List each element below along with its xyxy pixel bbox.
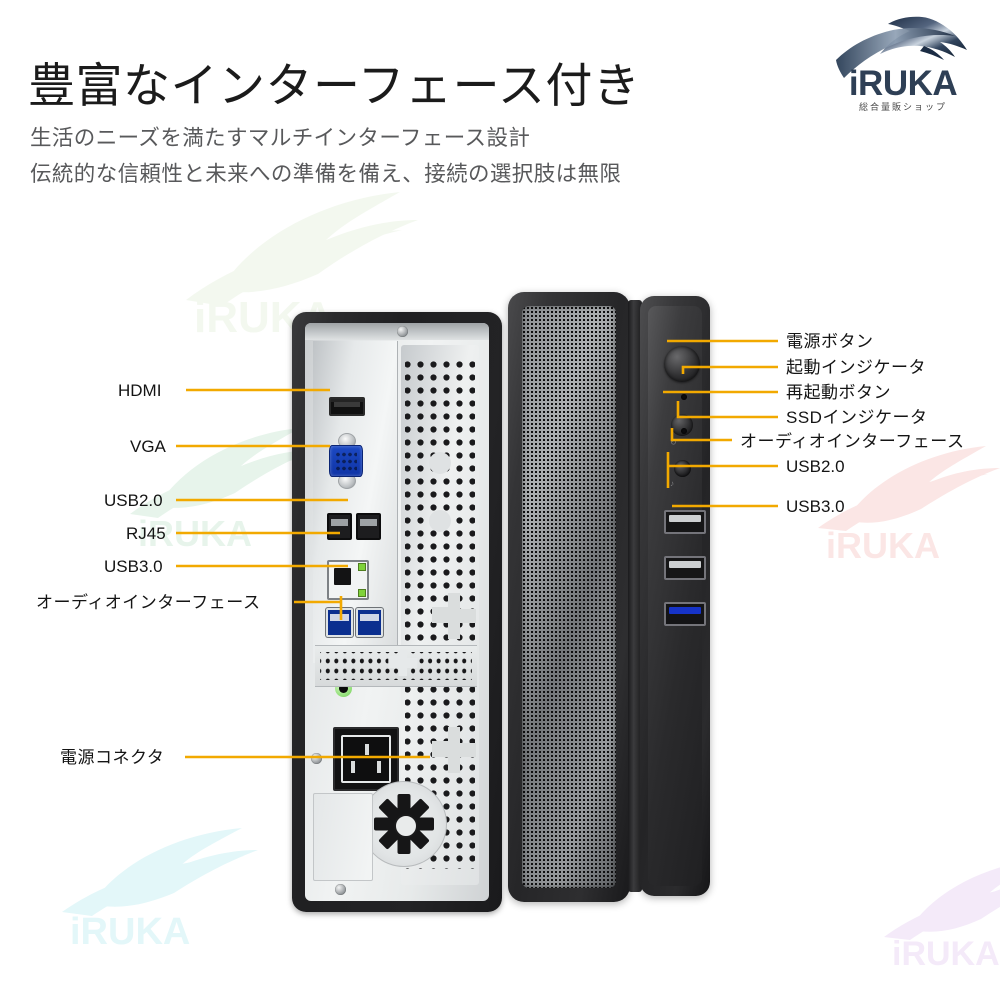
watermark-bottom-right: iRUKA: [860, 845, 1000, 975]
label-power-indicator: 起動インジケータ: [786, 358, 926, 377]
label-front-audio: オーディオインターフェース: [740, 432, 965, 451]
rj45-led-top: [358, 563, 366, 571]
logo-wordmark: iRUKA: [848, 64, 958, 103]
rear-screw-mid: [311, 753, 322, 764]
rear-foot-plate: [313, 793, 373, 881]
rear-usb20-port-2: [356, 513, 381, 540]
label-hdmi: HDMI: [118, 381, 162, 400]
pc-front-mesh-panel: [508, 292, 630, 902]
case-seam: [628, 300, 642, 892]
vga-connector: [329, 445, 363, 477]
label-power-button: 電源ボタン: [786, 332, 874, 351]
label-usb30-front: USB3.0: [786, 497, 845, 516]
power-button[interactable]: [664, 346, 700, 382]
watermark-bottom-left: iRUKA: [30, 812, 320, 952]
brand-logo: iRUKA 総合量販ショップ: [828, 16, 978, 116]
label-audio-rear: オーディオインターフェース: [36, 593, 261, 612]
label-usb30-rear: USB3.0: [104, 557, 163, 576]
rear-usb20-port-1: [327, 513, 352, 540]
front-usb20-port-1: [664, 510, 706, 534]
rear-usb30-port-2: [356, 608, 383, 637]
power-connector: [333, 727, 399, 791]
label-usb20-front: USB2.0: [786, 457, 845, 476]
rj45-port: [327, 560, 369, 600]
pc-front-io-panel: ↻ ♪: [640, 296, 710, 896]
rear-inner-surface: [305, 323, 489, 901]
rear-screw-top: [397, 326, 408, 337]
reset-button-glyph: ↻: [670, 438, 677, 447]
svg-text:iRUKA: iRUKA: [826, 525, 940, 566]
power-pin-left: [351, 761, 355, 773]
power-pin-right: [377, 761, 381, 773]
front-usb30-port: [664, 602, 706, 626]
logo-tagline: 総合量販ショップ: [858, 102, 947, 112]
rear-vent-dots: [320, 650, 472, 680]
front-audio-jack: [674, 460, 691, 477]
label-rj45: RJ45: [126, 524, 166, 543]
front-usb20-port-2: [664, 556, 706, 580]
label-reset-button: 再起動ボタン: [786, 383, 891, 402]
label-ssd-indicator: SSDインジケータ: [786, 408, 928, 427]
subtitle-line-1: 生活のニーズを満たすマルチインターフェース設計: [30, 126, 531, 150]
label-vga: VGA: [130, 437, 166, 456]
label-usb20-rear: USB2.0: [104, 491, 163, 510]
rear-usb30-port-1: [326, 608, 353, 637]
hdmi-port: [329, 397, 365, 416]
ssd-indicator-led: [681, 428, 687, 434]
mesh-grille: [522, 306, 616, 888]
rj45-led-bottom: [358, 589, 366, 597]
label-power-connector: 電源コネクタ: [60, 748, 165, 767]
dolphin-icon: [836, 16, 967, 78]
pc-rear-panel: [292, 312, 502, 912]
psu-fan: [361, 781, 447, 867]
fan-hub: [394, 814, 418, 838]
page-title: 豊富なインターフェース付き: [28, 59, 641, 112]
power-connector-body: [341, 735, 391, 783]
subtitle-line-2: 伝統的な信頼性と未来への準備を備え、接続の選択肢は無限: [30, 162, 622, 186]
svg-text:iRUKA: iRUKA: [70, 911, 190, 952]
power-pin-top: [365, 744, 369, 755]
headphone-glyph: ♪: [670, 479, 674, 488]
svg-text:iRUKA: iRUKA: [892, 935, 1000, 973]
rear-screw-bottom: [335, 884, 346, 895]
rj45-jack: [334, 568, 351, 585]
vga-port: [326, 433, 366, 489]
rear-vent-bar: [315, 645, 477, 687]
front-io-face: ↻ ♪: [648, 306, 706, 886]
audio-jack-line-out-hole: [339, 684, 348, 693]
power-indicator-led: [681, 394, 687, 400]
